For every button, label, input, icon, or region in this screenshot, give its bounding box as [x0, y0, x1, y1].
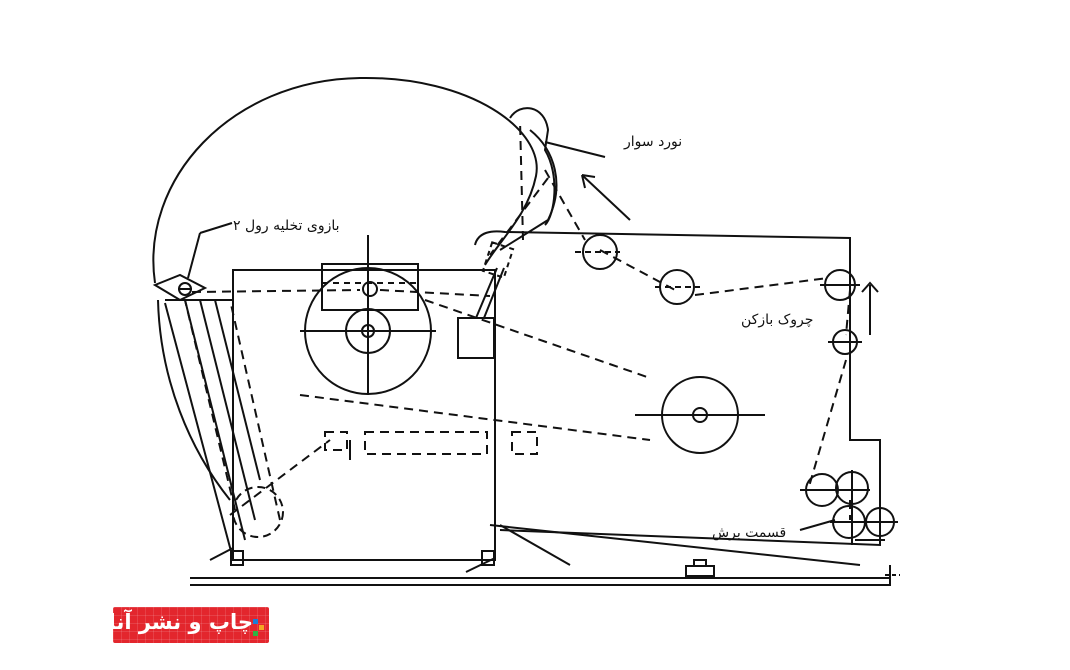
cutting-section-label: قسمت برش: [712, 525, 787, 541]
paper-roll-outline: [152, 76, 538, 284]
paper-roll-inner-edge: [157, 299, 231, 501]
rider-roller-label: نورد سوار: [624, 134, 683, 150]
right-frame: [474, 230, 881, 547]
creaser-label: چروک بازکن: [741, 312, 814, 328]
unwind-arm-bracket: [152, 273, 208, 302]
logo-text: چاپ و نشر آنلاین: [113, 610, 254, 634]
rider-arm: [499, 129, 558, 251]
rider-leader-line: [544, 141, 606, 158]
web-path: [184, 119, 851, 521]
lower-left-roll: [232, 486, 284, 538]
unwind-arm-label: بازوی تخلیه رول ۲: [233, 218, 340, 234]
logo-dot-green: [253, 631, 258, 636]
logo-dot-blue: [253, 619, 258, 624]
left-frame: [232, 269, 496, 561]
logo-dot-orange: [259, 625, 264, 630]
rider-roller-housing: [509, 107, 556, 226]
logo-pattern: [113, 607, 269, 643]
base-plate: [190, 577, 891, 586]
site-logo: چاپ و نشر آنلاین: [113, 607, 269, 643]
